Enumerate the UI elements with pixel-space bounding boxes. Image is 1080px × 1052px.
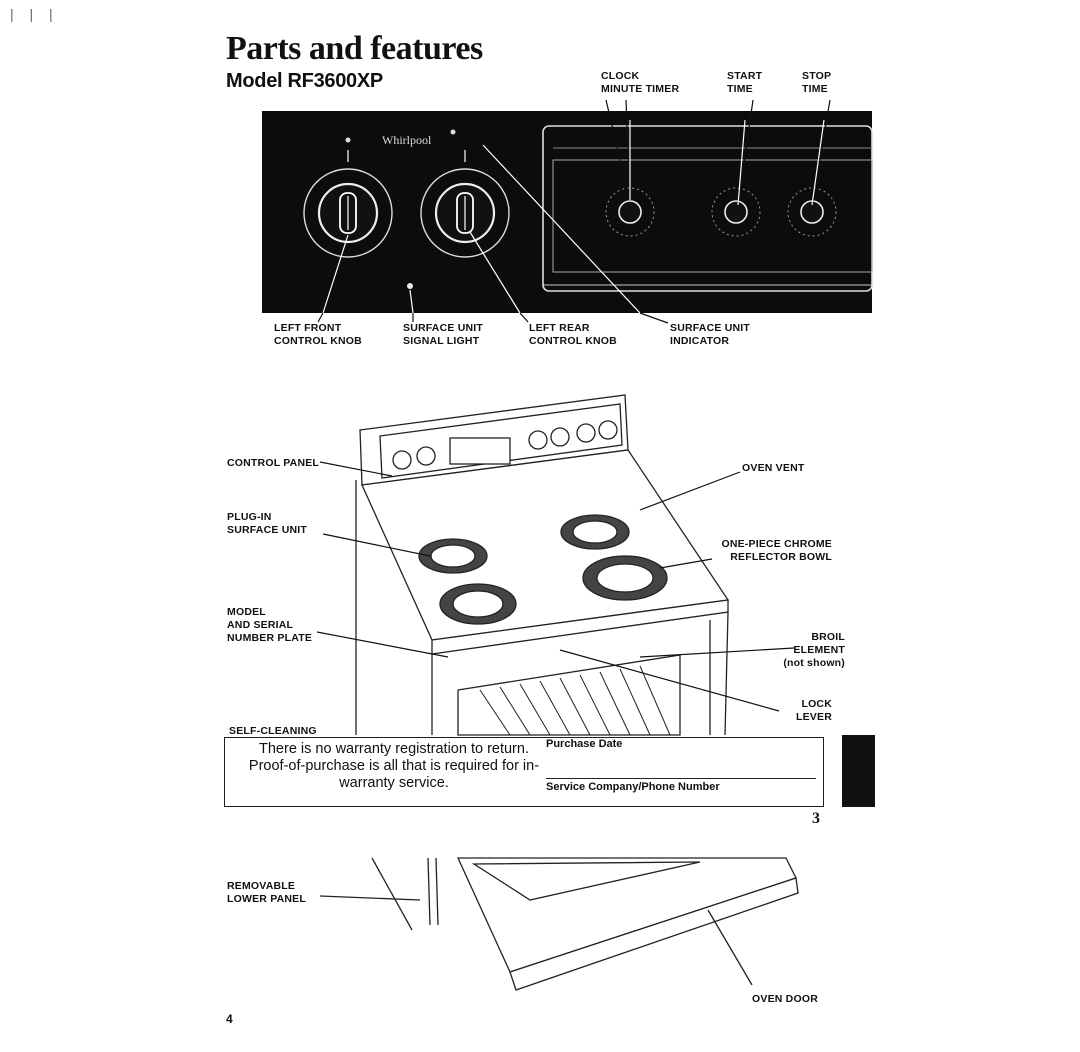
label-left-front-knob: LEFT FRONT CONTROL KNOB	[274, 322, 362, 347]
label-control-panel: CONTROL PANEL	[227, 457, 320, 469]
page-number-left: 4	[226, 1012, 233, 1026]
label-clock-minute-timer: CLOCK MINUTE TIMER	[601, 70, 680, 95]
label-signal-light: SURFACE UNIT SIGNAL LIGHT	[403, 322, 483, 347]
label-surface-unit-indicator: SURFACE UNIT INDICATOR	[670, 322, 750, 347]
control-panel-illustration	[262, 111, 873, 313]
section-tab	[842, 735, 875, 807]
page-title: Parts and features	[226, 30, 483, 67]
label-oven-door: OVEN DOOR	[752, 993, 818, 1005]
label-stop-time: STOP TIME	[802, 70, 832, 95]
label-chrome-reflector-bowl: ONE-PIECE CHROME REFLECTOR BOWL	[721, 538, 832, 563]
brand-logo: Whirlpool	[382, 133, 432, 147]
oven-door-illustration	[319, 857, 799, 991]
purchase-date-field: Purchase Date	[546, 738, 623, 750]
warranty-notes-box	[224, 737, 824, 807]
label-plug-in-surface-unit: PLUG-IN SURFACE UNIT	[227, 511, 307, 536]
label-oven-vent: OVEN VENT	[742, 462, 805, 474]
label-removable-lower-panel: REMOVABLE LOWER PANEL	[227, 880, 307, 905]
label-broil-element: BROIL ELEMENT (not shown)	[783, 631, 845, 669]
label-lock-lever: LOCK LEVER	[795, 698, 832, 723]
model-subtitle: Model RF3600XP	[226, 70, 383, 92]
warranty-text: There is no warranty registration to ret…	[248, 741, 540, 791]
range-leaders	[316, 461, 795, 712]
margin-marks: | | |	[10, 6, 59, 22]
service-line	[546, 778, 816, 779]
range-illustration	[355, 394, 730, 736]
page-number-right: 3	[812, 810, 820, 827]
label-self-cleaning: SELF-CLEANING	[229, 725, 317, 737]
label-start-time: START TIME	[727, 70, 763, 95]
service-company-field: Service Company/Phone Number	[546, 781, 720, 793]
label-model-serial-plate: MODEL AND SERIAL NUMBER PLATE	[227, 606, 313, 644]
label-left-rear-knob: LEFT REAR CONTROL KNOB	[529, 322, 617, 347]
